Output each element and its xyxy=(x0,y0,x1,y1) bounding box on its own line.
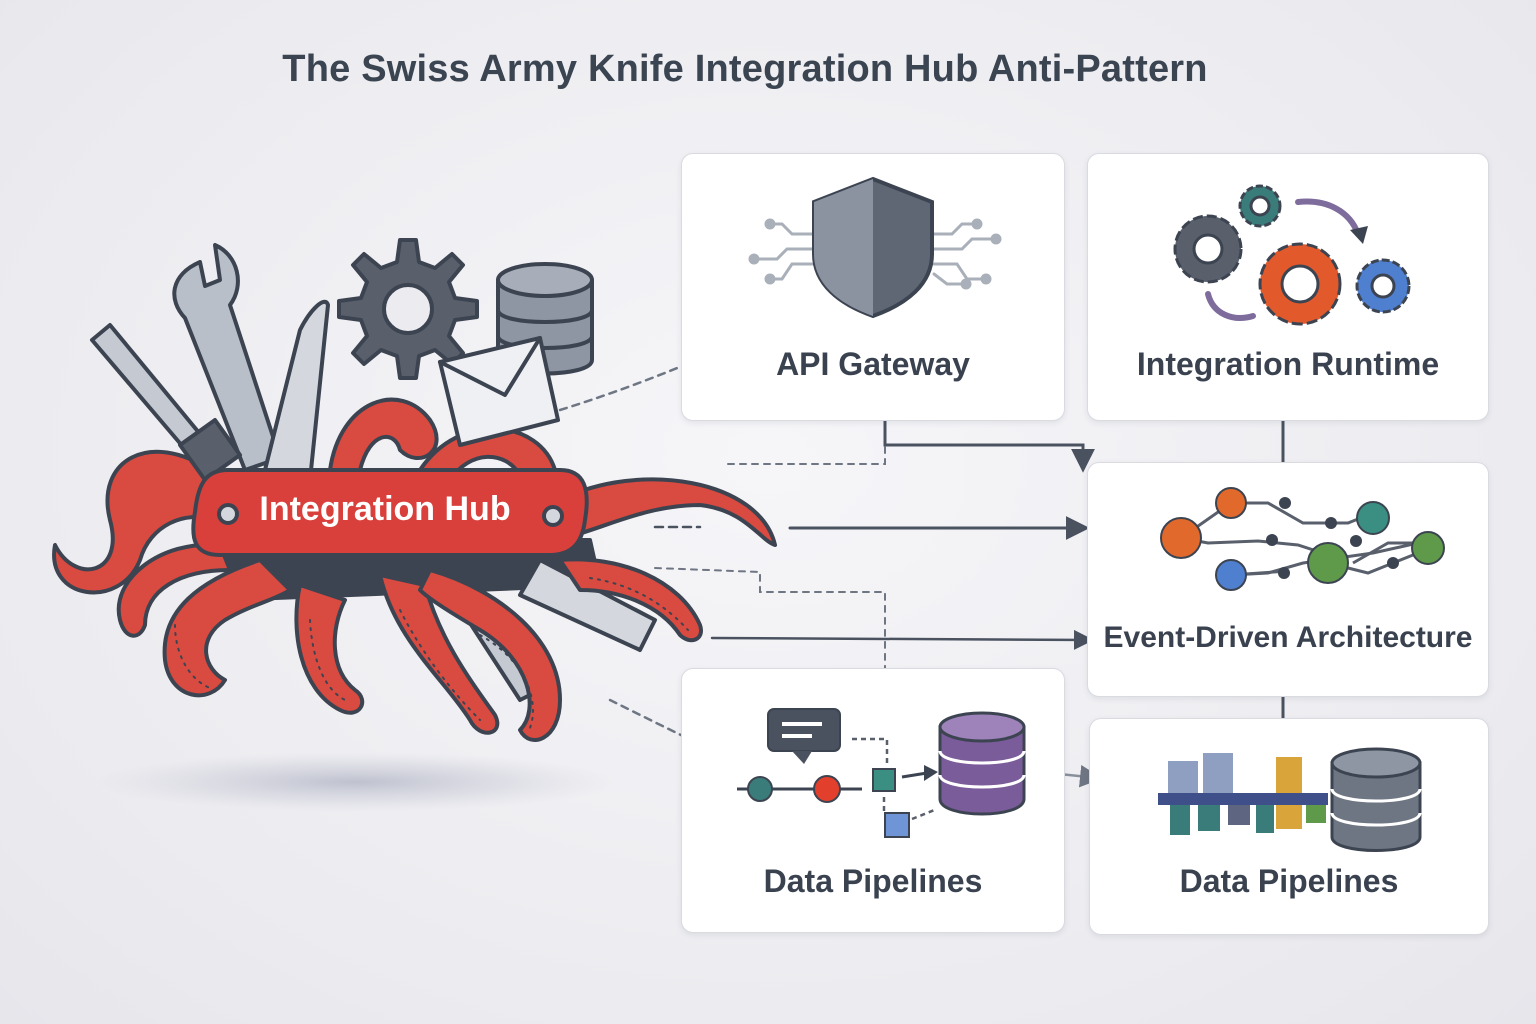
hub-shadow xyxy=(95,752,615,812)
event-graph-icon xyxy=(1160,487,1445,591)
card-label-integration-runtime: Integration Runtime xyxy=(1136,346,1440,382)
hub-handle xyxy=(191,468,589,557)
card-data-pipelines-left: Data Pipelines xyxy=(681,668,1065,933)
tentacle-suckers xyxy=(174,577,689,729)
tentacles-front xyxy=(116,542,703,742)
connector-hub-to-data-pipelines-left xyxy=(608,698,717,753)
card-event-driven-architecture: Event-Driven Architecture xyxy=(1087,462,1489,697)
connector-api-gateway-to-eda xyxy=(883,418,1095,473)
tentacles-back xyxy=(52,397,777,595)
hub-rivet-left xyxy=(217,503,239,525)
connector-hub-to-eda-lower xyxy=(710,629,1094,650)
card-label-event-driven-architecture: Event-Driven Architecture xyxy=(1103,621,1473,654)
pipeline-flow-icon xyxy=(737,708,1026,838)
hub-illustration xyxy=(52,238,777,742)
bar-database-icon xyxy=(1158,747,1422,852)
hub-label: Integration Hub xyxy=(259,490,511,528)
card-data-pipelines-right: Data Pipelines xyxy=(1089,718,1489,935)
gear-icon xyxy=(337,238,479,380)
card-label-api-gateway: API Gateway xyxy=(776,346,970,382)
shield-icon xyxy=(748,176,1002,319)
gears-icon xyxy=(1173,184,1411,326)
knife-blade-icon xyxy=(263,299,330,482)
connector-dashed-to-api-gateway xyxy=(727,444,886,465)
hub-rivet-right xyxy=(542,505,564,527)
card-api-gateway: API Gateway xyxy=(681,153,1065,421)
wrench-icon xyxy=(172,243,282,472)
card-label-data-pipelines-right: Data Pipelines xyxy=(1179,863,1399,899)
card-label-data-pipelines-left: Data Pipelines xyxy=(763,863,983,899)
card-integration-runtime: Integration Runtime xyxy=(1087,153,1489,421)
page-title: The Swiss Army Knife Integration Hub Ant… xyxy=(282,48,1208,90)
envelope-icon xyxy=(438,336,560,447)
connector-hub-to-data-pipelines xyxy=(654,567,886,689)
screwdriver-icon xyxy=(90,323,242,482)
